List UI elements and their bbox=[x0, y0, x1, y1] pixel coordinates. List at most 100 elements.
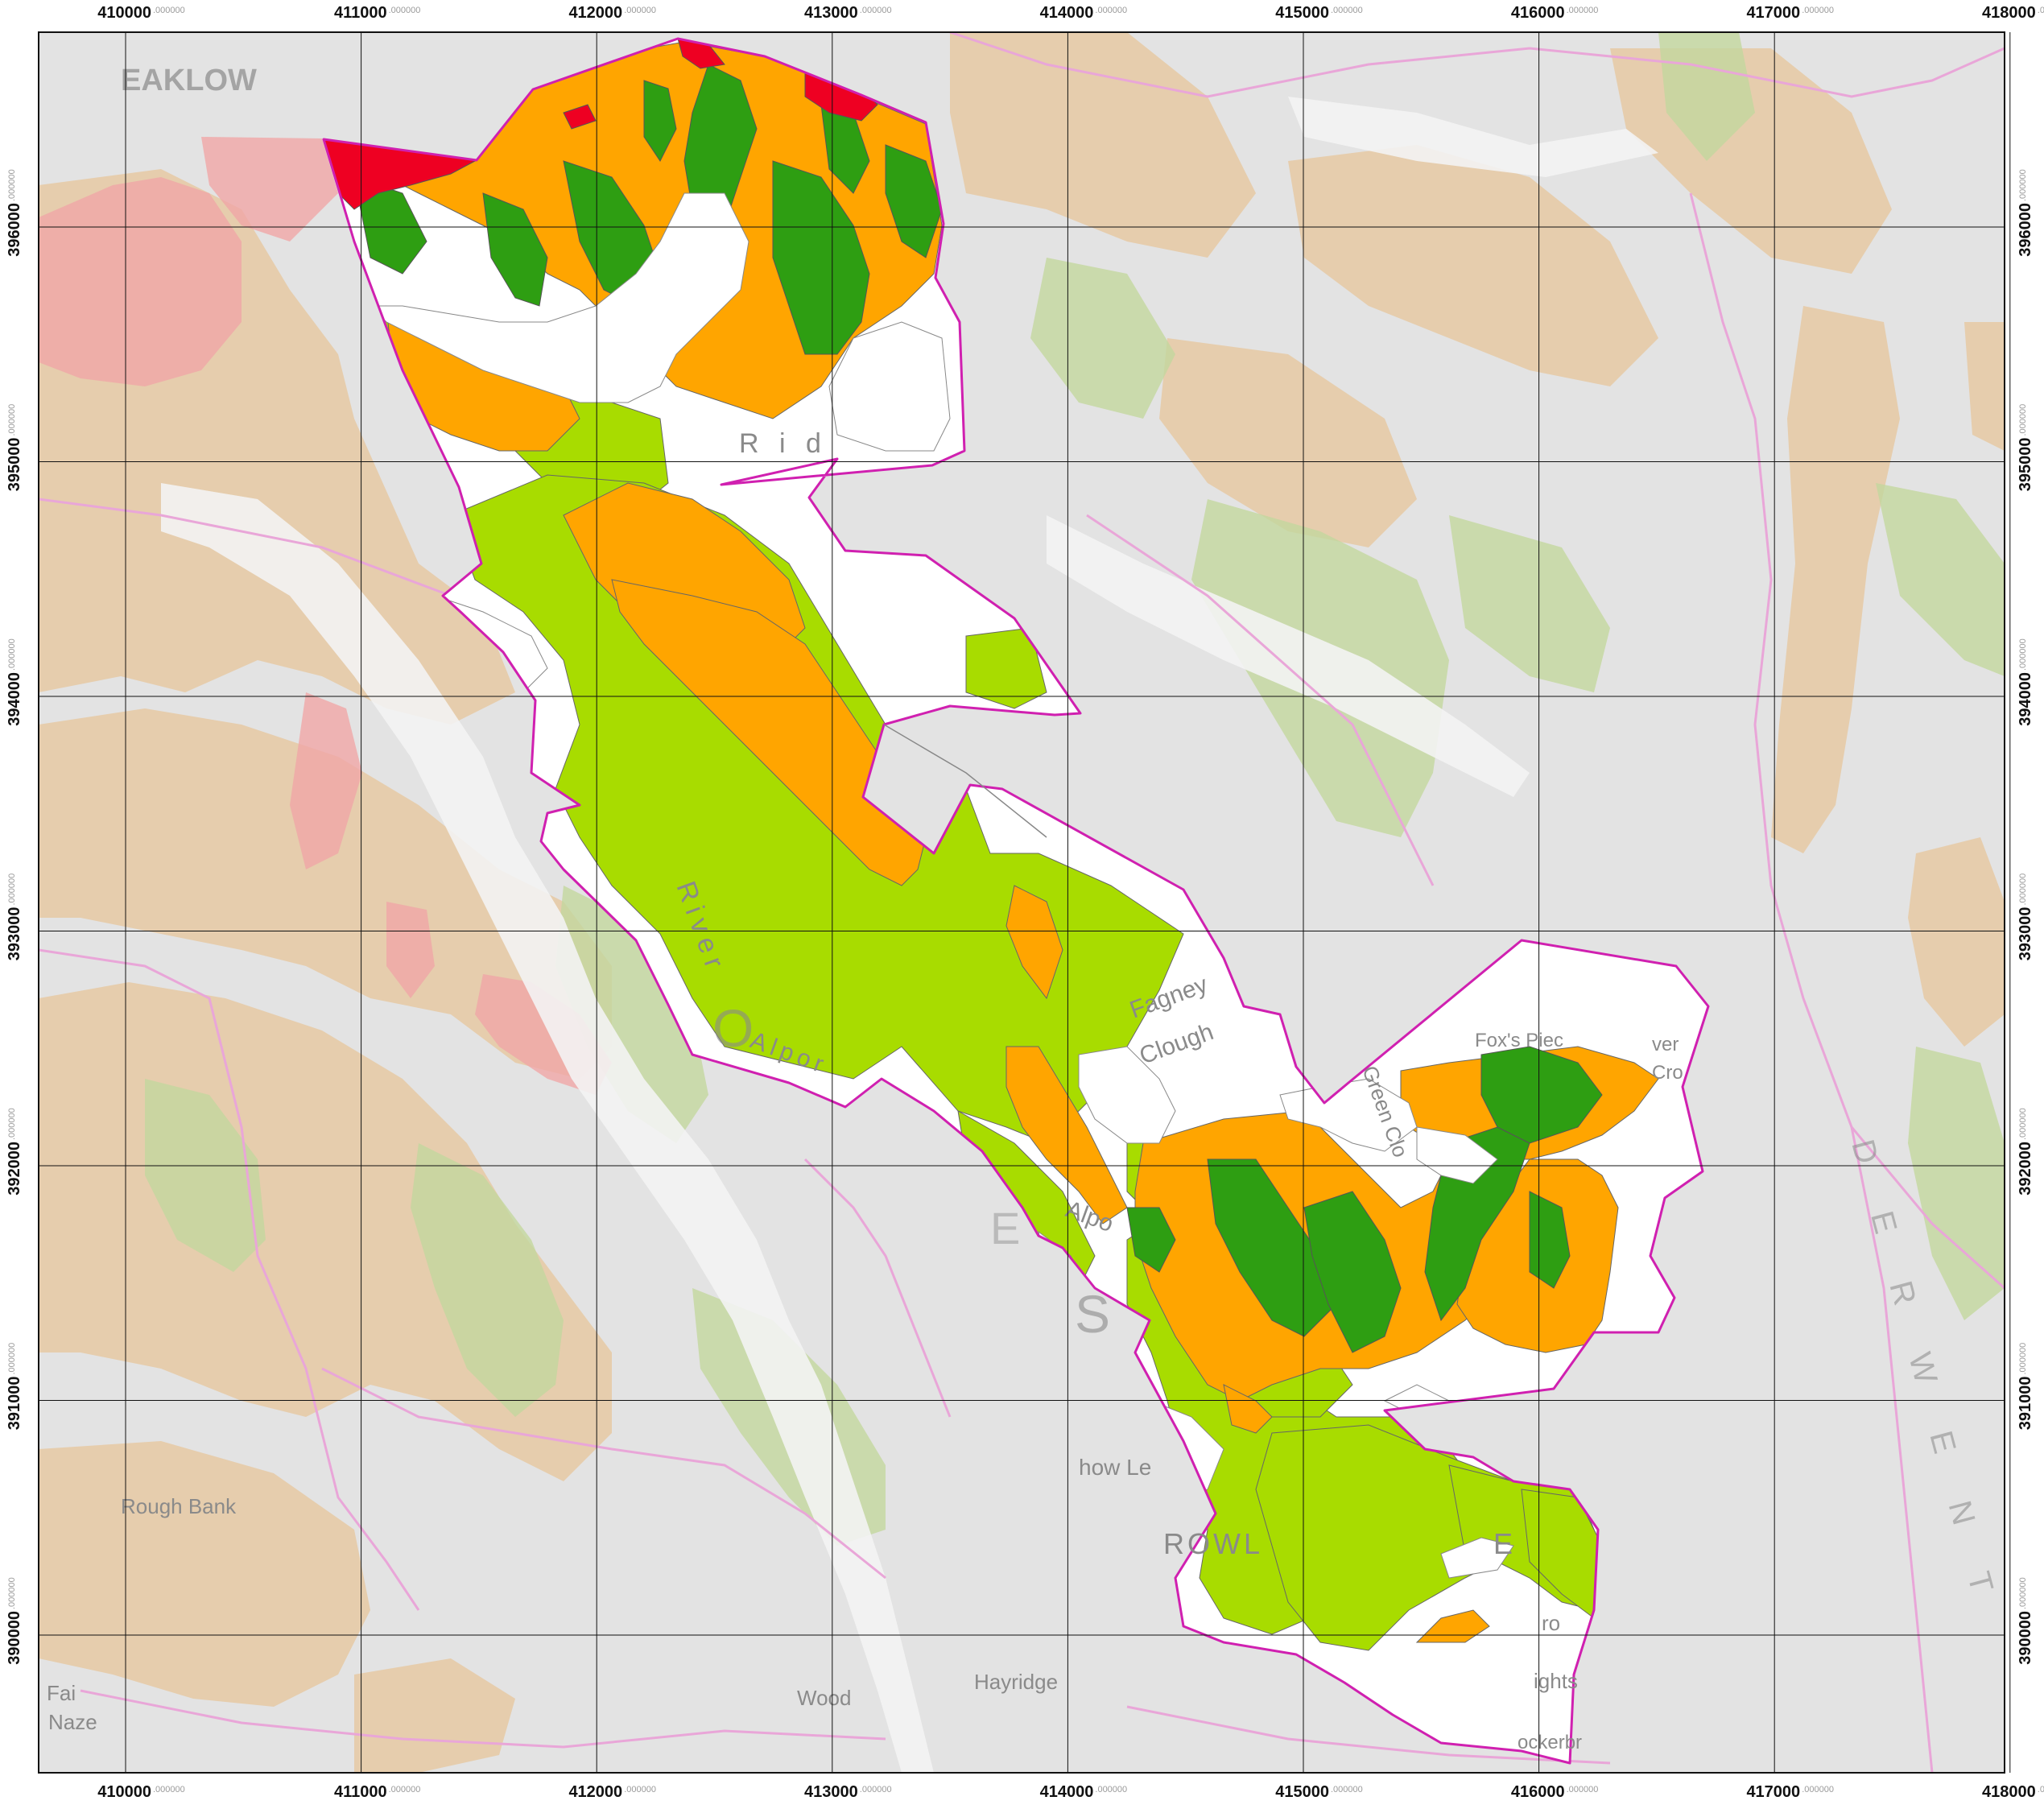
context-patch bbox=[145, 1079, 266, 1272]
tick-decimals: .000000 bbox=[2018, 638, 2028, 671]
tick-value: 415000 bbox=[1275, 1783, 1329, 1801]
class-green-area bbox=[643, 80, 677, 162]
class-green-area bbox=[772, 160, 870, 355]
axis-tick-label: 396000.000000 bbox=[6, 169, 23, 257]
tick-decimals: .000000 bbox=[1095, 1785, 1127, 1794]
axis-tick-label: 415000.000000 bbox=[1275, 1783, 1363, 1801]
tick-decimals: .000000 bbox=[2038, 1785, 2044, 1794]
axis-tick-label: 392000.000000 bbox=[2017, 1108, 2034, 1196]
class-unclassified bbox=[1078, 1046, 1176, 1144]
y-axis-left: 396000.000000395000.000000394000.0000003… bbox=[6, 169, 23, 1665]
context-patch bbox=[1908, 1047, 2005, 1320]
site-boundary[interactable] bbox=[322, 37, 1710, 1765]
tick-value: 395000 bbox=[6, 438, 23, 492]
context-boundary-line bbox=[803, 1158, 952, 1418]
tick-value: 417000 bbox=[1746, 1783, 1800, 1801]
context-boundary-line bbox=[80, 1689, 886, 1749]
tick-decimals: .000000 bbox=[2018, 873, 2028, 906]
tick-decimals: .000000 bbox=[7, 638, 17, 671]
place-label: S bbox=[1075, 1284, 1110, 1344]
tick-value: 396000 bbox=[2017, 203, 2034, 257]
tick-decimals: .000000 bbox=[7, 1577, 17, 1609]
class-unclassified bbox=[1440, 1537, 1514, 1579]
context-boundary-line bbox=[39, 948, 420, 1611]
tick-value: 415000 bbox=[1275, 4, 1329, 22]
tick-value: 410000 bbox=[97, 4, 151, 22]
axis-tick-label: 391000.000000 bbox=[2017, 1343, 2034, 1431]
class-green-area bbox=[1303, 1191, 1402, 1353]
axis-tick-label: 390000 .000000 bbox=[6, 1577, 23, 1665]
context-boundary-line bbox=[1126, 1705, 1611, 1765]
axis-tick-label: 413000.000000 bbox=[804, 1783, 892, 1801]
class-unclassified bbox=[369, 192, 749, 403]
tick-value: 392000 bbox=[6, 1142, 23, 1196]
tick-value: 418000 bbox=[1982, 4, 2036, 22]
class-red-area bbox=[563, 104, 597, 130]
tick-value: 418000 bbox=[1982, 1783, 2036, 1801]
context-patch bbox=[1449, 515, 1610, 692]
axis-tick-label: 391000 .000000 bbox=[6, 1343, 23, 1431]
context-patch bbox=[411, 1143, 564, 1417]
tick-decimals: .000000 bbox=[1802, 6, 1834, 15]
tick-value: 391000 bbox=[6, 1377, 23, 1431]
tick-decimals: .000000 bbox=[2038, 6, 2044, 15]
context-patch bbox=[386, 902, 435, 998]
axis-tick-label: 392000 .000000 bbox=[6, 1108, 23, 1196]
class-green-area bbox=[1529, 1191, 1571, 1289]
axis-tick-label: 411000.000000 bbox=[334, 1783, 420, 1801]
class-green-area bbox=[1207, 1158, 1337, 1337]
class-orange-area bbox=[1005, 1046, 1128, 1224]
axis-tick-label: 416000.000000 bbox=[1511, 1783, 1599, 1801]
tick-value: 392000 bbox=[2017, 1142, 2034, 1196]
context-boundary-line bbox=[1689, 192, 2005, 1290]
tick-value: 390000 bbox=[6, 1611, 23, 1665]
place-label: how Le bbox=[1079, 1455, 1151, 1480]
class-green-area bbox=[1126, 1207, 1176, 1273]
class-orange-area bbox=[1005, 885, 1063, 1000]
tick-value: 395000 bbox=[2017, 438, 2034, 492]
context-boundary-line bbox=[1850, 1126, 1934, 1773]
tick-decimals: .000000 bbox=[2018, 404, 2028, 436]
axis-tick-label: 417000.000000 bbox=[1746, 4, 1834, 22]
tick-value: 394000 bbox=[2017, 672, 2034, 726]
axis-tick-label: 414000.000000 bbox=[1040, 4, 1128, 22]
context-patch bbox=[201, 137, 338, 242]
class-green-area bbox=[885, 144, 943, 258]
tick-decimals: .000000 bbox=[7, 1108, 17, 1140]
map-frame bbox=[38, 31, 2005, 1774]
axis-tick-label: 411000.000000 bbox=[334, 4, 420, 22]
place-label: Hayridge bbox=[974, 1670, 1058, 1694]
tick-value: 413000 bbox=[804, 4, 858, 22]
tick-decimals: .000000 bbox=[389, 1785, 421, 1794]
tick-value: 416000 bbox=[1511, 1783, 1565, 1801]
axis-tick-label: 395000 .000000 bbox=[2017, 404, 2034, 492]
axis-tick-label: 393000.000000 bbox=[2017, 873, 2034, 961]
place-label: ockerbr bbox=[1518, 1732, 1582, 1753]
place-label: E bbox=[1493, 1527, 1513, 1560]
context-patch bbox=[1030, 258, 1175, 419]
class-lime-area bbox=[965, 627, 1047, 709]
tick-decimals: .000000 bbox=[7, 1343, 17, 1375]
context-valley bbox=[1288, 97, 1658, 177]
y-axis-right: 396000.000000395000.000000394000.0000003… bbox=[2017, 169, 2034, 1665]
tick-decimals: .000000 bbox=[1567, 6, 1599, 15]
tick-decimals: .000000 bbox=[860, 1785, 892, 1794]
axis-tick-label: 414000.000000 bbox=[1040, 1783, 1128, 1801]
tick-decimals: .000000 bbox=[1331, 1785, 1363, 1794]
place-label: Fox's Piec bbox=[1475, 1030, 1563, 1051]
tick-decimals: .000000 bbox=[860, 6, 892, 15]
tick-decimals: .000000 bbox=[1802, 1785, 1834, 1794]
coordinate-grid bbox=[39, 32, 2011, 1773]
tick-value: 413000 bbox=[804, 1783, 858, 1801]
context-patch bbox=[1771, 306, 1900, 853]
axis-tick-label: 394000.000000 bbox=[6, 638, 23, 726]
context-boundary-line bbox=[949, 32, 2005, 98]
axis-tick-label: 395000.000000 bbox=[6, 404, 23, 492]
context-patch bbox=[1908, 837, 2005, 1047]
context-patch bbox=[354, 1658, 515, 1773]
tick-value: 393000 bbox=[2017, 907, 2034, 961]
class-orange-area bbox=[611, 579, 927, 886]
